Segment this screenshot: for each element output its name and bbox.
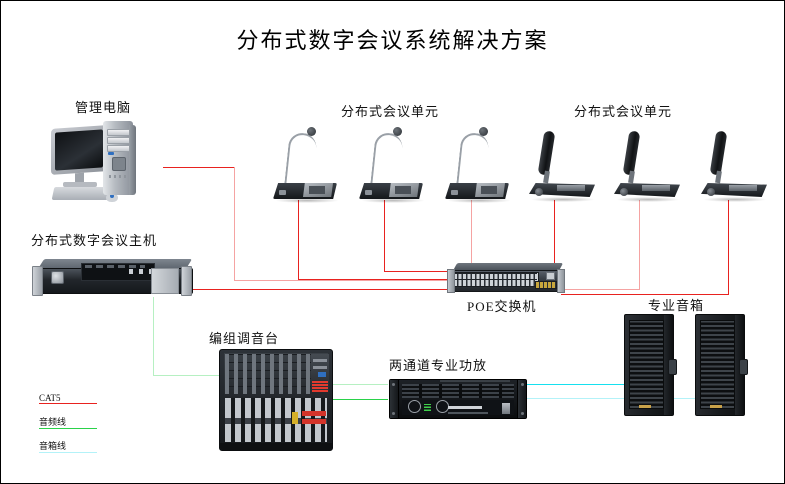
wire-cat5-mic2-vertical — [384, 200, 385, 272]
speaker-left-icon — [624, 314, 677, 416]
mixer-knobs — [225, 354, 311, 394]
wire-cat5-pc-horizontal — [163, 167, 235, 168]
microphone-capsule-icon — [307, 127, 316, 136]
conference-unit-2 — [359, 127, 431, 205]
monitor-base — [63, 182, 97, 187]
gooseneck-icon — [370, 131, 404, 187]
conference-host-icon — [32, 259, 193, 296]
microphone-windscreen-icon — [709, 130, 728, 176]
label-conference-host: 分布式数字会议主机 — [31, 233, 158, 248]
wire-cat5-mic1-vertical — [298, 200, 299, 280]
legend-item-speaker: 音箱线 — [39, 439, 97, 453]
conference-unit-5 — [614, 127, 686, 205]
microphone-windscreen-icon — [537, 130, 556, 176]
legend-label-audio: 音频线 — [39, 417, 67, 427]
wire-cat5-pc-to-switch — [234, 280, 449, 281]
legend-item-cat5: CAT5 — [39, 393, 97, 404]
microphone-capsule-icon — [393, 127, 402, 136]
management-pc-icon — [51, 121, 141, 207]
wire-cat5-mic5-horizontal — [561, 289, 640, 290]
wire-audio-host-vertical — [153, 297, 154, 376]
poe-switch-icon — [447, 263, 565, 293]
gooseneck-icon — [456, 131, 490, 187]
microphone-windscreen-icon — [622, 130, 641, 176]
wire-speaker-amp-out-2 — [525, 398, 719, 399]
wire-cat5-pc-vertical — [234, 167, 235, 281]
microphone-capsule-icon — [479, 127, 488, 136]
wire-audio-mixer-out-2 — [312, 399, 388, 400]
label-poe-switch: POE交换机 — [467, 299, 537, 314]
tower-side-panel — [129, 125, 136, 195]
conference-unit-6 — [701, 127, 773, 205]
wire-cat5-host-to-switch — [188, 289, 449, 290]
mixer-level-meter — [312, 380, 328, 392]
legend-label-cat5: CAT5 — [39, 393, 61, 403]
conference-unit-1 — [273, 127, 345, 205]
legend-label-speaker: 音箱线 — [39, 441, 67, 451]
label-mixer: 编组调音台 — [209, 331, 280, 346]
label-conference-unit-group-1: 分布式会议单元 — [341, 104, 440, 119]
legend-swatch-audio — [39, 428, 97, 429]
mixer-console-icon — [219, 349, 333, 451]
speaker-right-icon — [695, 314, 748, 416]
wire-cat5-mic3-vertical — [471, 200, 472, 266]
tower-icon — [103, 121, 133, 195]
label-management-pc: 管理电脑 — [75, 100, 132, 115]
wire-cat5-mic5-vertical — [639, 200, 640, 290]
wire-cat5-mic1-horizontal — [298, 279, 449, 280]
mouse-icon — [106, 193, 118, 202]
power-amplifier-icon — [389, 379, 527, 419]
wire-audio-host-to-mixer — [153, 375, 221, 376]
wire-cat5-mic2-horizontal — [384, 271, 449, 272]
label-speakers: 专业音箱 — [648, 298, 705, 313]
label-conference-unit-group-2: 分布式会议单元 — [574, 104, 673, 119]
legend-swatch-speaker — [39, 452, 97, 453]
monitor-screen — [55, 129, 103, 171]
gooseneck-icon — [284, 131, 318, 187]
wire-cat5-mic6-vertical — [728, 200, 729, 295]
monitor-icon — [51, 125, 107, 175]
legend-swatch-cat5 — [39, 403, 97, 404]
conference-unit-3 — [445, 127, 517, 205]
wire-audio-mixer-out-1 — [312, 384, 388, 385]
wire-cat5-mic4-vertical — [554, 200, 555, 267]
page-title: 分布式数字会议系统解决方案 — [236, 28, 549, 53]
wire-speaker-amp-out-1 — [525, 384, 649, 385]
legend-item-audio: 音频线 — [39, 415, 97, 429]
label-amplifier: 两通道专业功放 — [389, 358, 488, 373]
conference-unit-4 — [529, 127, 601, 205]
wire-cat5-mic6-horizontal — [561, 294, 729, 295]
keyboard-icon — [51, 187, 111, 200]
